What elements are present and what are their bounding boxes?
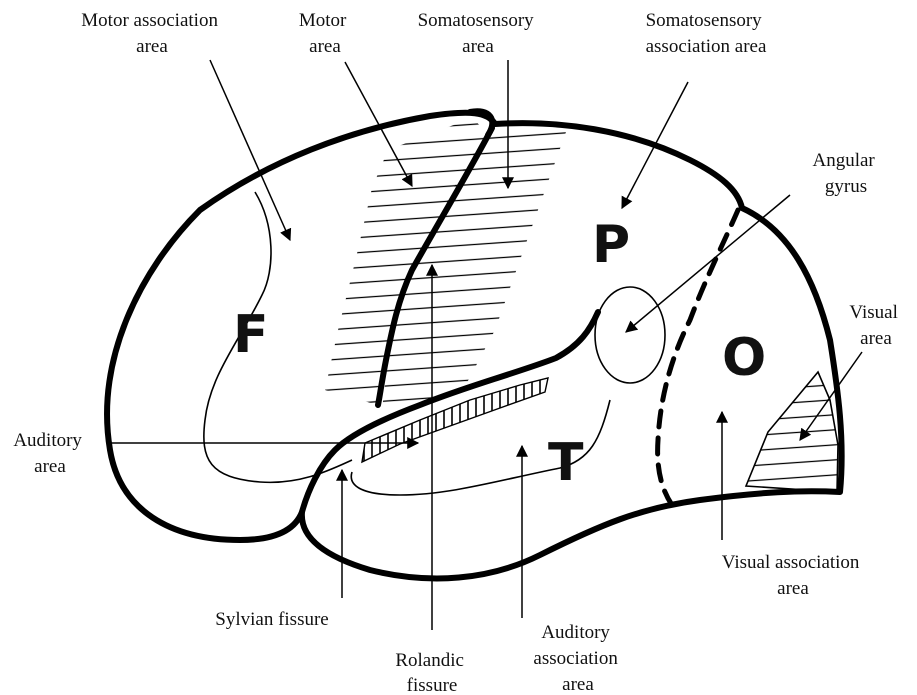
parietal-lobe-label: P: [592, 215, 630, 275]
auditory-association-label: Auditory association area: [533, 622, 622, 695]
visual-area-label: Visual area: [849, 302, 902, 349]
angular-gyrus-circle: [595, 287, 665, 383]
auditory-area-label: Auditory area: [13, 430, 86, 477]
motor-association-leader: [210, 60, 290, 240]
motor-label: Motor area: [299, 10, 351, 57]
motor-association-label: Motor association area: [81, 10, 222, 57]
somatosensory-association-label: Somatosensory association area: [646, 10, 767, 57]
visual-area-region: [746, 372, 838, 492]
frontal-lobe-label: F: [233, 305, 269, 365]
temporal-lobe-label: T: [548, 433, 584, 493]
angular-gyrus-label: Angular gyrus: [812, 150, 879, 197]
rolandic-fissure-label: Rolandic fissure: [395, 650, 468, 695]
motor-association-region: [204, 192, 352, 482]
somatosensory-label: Somatosensory area: [418, 10, 539, 57]
sylvian-fissure-label: Sylvian fissure: [215, 609, 328, 630]
visual-association-label: Visual association area: [722, 552, 864, 599]
occipital-lobe-label: O: [722, 328, 766, 388]
angular-gyrus-leader: [626, 195, 790, 332]
somatosensory-association-leader: [622, 82, 688, 208]
